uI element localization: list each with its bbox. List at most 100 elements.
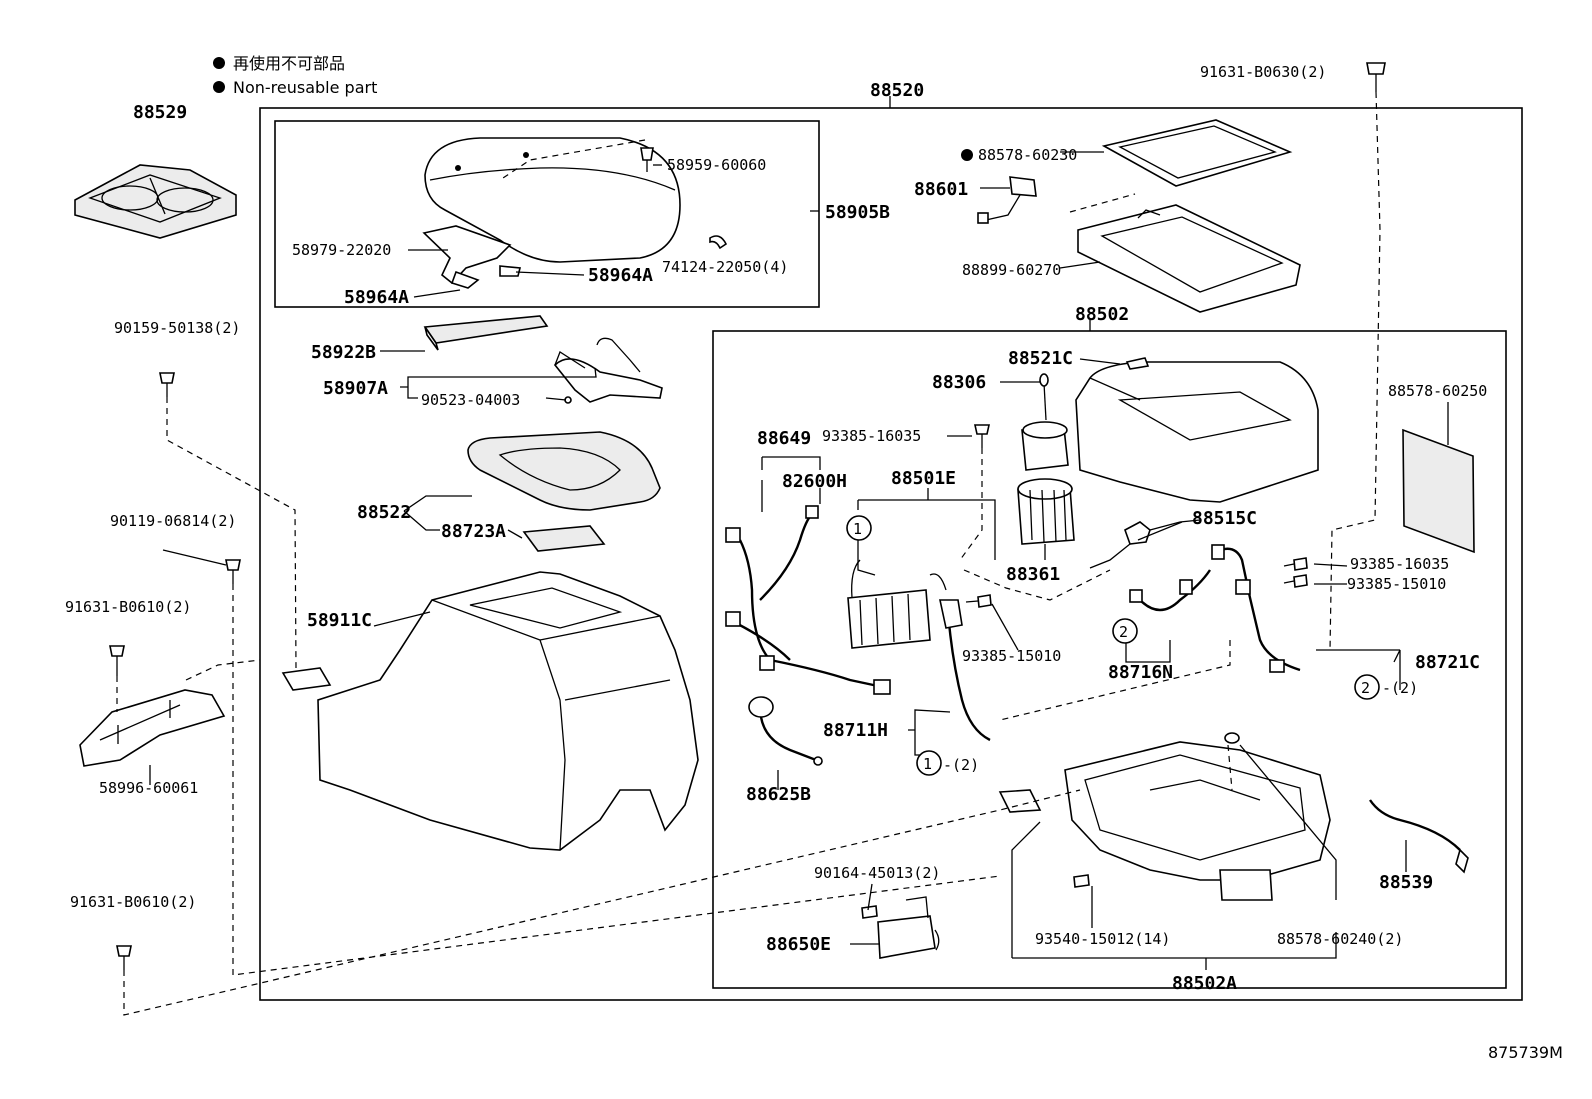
label-58907A: 58907A [323, 378, 388, 399]
label-88625B: 88625B [746, 784, 811, 805]
callout-1-b-text: 1 [923, 755, 932, 773]
screw-90119 [225, 559, 241, 584]
label-90159-50138: 90159-50138(2) [114, 319, 240, 337]
tray-58922B-edge [424, 326, 439, 351]
label-88649: 88649 [757, 428, 811, 449]
callout-2-b [1354, 674, 1380, 700]
module-88650E [877, 896, 940, 959]
sensor-88515C [1089, 519, 1201, 569]
label-88899-60270: 88899-60270 [962, 261, 1061, 279]
label-58964A-right: 58964A [588, 265, 653, 286]
bracket-58996 [79, 689, 226, 767]
dashed-lines [116, 91, 1381, 1016]
label-88716N: 88716N [1108, 662, 1173, 683]
label-88721C: 88721C [1415, 652, 1480, 673]
screw-93385-16035-right [1283, 557, 1308, 571]
label-90119-06814: 90119-06814(2) [110, 512, 236, 530]
screw-91631-B0610-b [116, 945, 132, 970]
frame-88899-60270 [1077, 204, 1301, 313]
non-reusable-bullet-icon [213, 57, 225, 69]
callout-1-qty: -(2) [943, 756, 979, 774]
label-88529: 88529 [133, 102, 187, 123]
screw-91631-B0610-a [109, 645, 125, 676]
switch-88601 [977, 176, 1037, 224]
screw-93385-15010-right [1283, 574, 1308, 588]
label-93385-15010-right: 93385-15010 [1347, 575, 1446, 593]
label-88306: 88306 [932, 372, 986, 393]
fan-88361 [1017, 478, 1075, 545]
callout-1-b [916, 750, 942, 776]
label-82600H: 82600H [782, 471, 847, 492]
callout-2-qty: -(2) [1382, 679, 1418, 697]
label-93385-16035-right: 93385-16035 [1350, 555, 1449, 573]
non-reusable-bullet-icon [213, 81, 225, 93]
gasket-88578-60230 [1101, 119, 1293, 187]
label-91631-B0610-a: 91631-B0610(2) [65, 598, 191, 616]
console-body-58911C [281, 571, 699, 851]
label-58905B: 58905B [825, 202, 890, 223]
harness-88649 [725, 505, 891, 695]
figure-id: 875739M [1488, 1043, 1563, 1062]
screw-91631-B0630 [1366, 62, 1386, 92]
label-88711H: 88711H [823, 720, 888, 741]
label-88522: 88522 [357, 502, 411, 523]
label-88539: 88539 [1379, 872, 1433, 893]
tray-58922B [423, 315, 549, 344]
legend: 再使用不可部品 Non-reusable part [213, 54, 377, 97]
label-93385-15010-mid: 93385-15010 [962, 647, 1061, 665]
callout-1-a-text: 1 [853, 520, 862, 538]
harness-88716N [1129, 569, 1211, 612]
label-91631-B0630: 91631-B0630(2) [1200, 63, 1326, 81]
label-88601: 88601 [914, 179, 968, 200]
subassembly-frame-88502 [712, 330, 1507, 989]
clip-74124 [709, 235, 728, 250]
hose-88539 [1369, 799, 1469, 874]
label-90164-45013: 90164-45013(2) [814, 864, 940, 882]
hinge-bracket-58907A [553, 337, 663, 403]
label-58922B: 58922B [311, 342, 376, 363]
duct-88711H [946, 611, 991, 742]
housing-88521C [1075, 357, 1319, 503]
callout-2-b-text: 2 [1361, 679, 1370, 697]
label-88723A: 88723A [441, 521, 506, 542]
screw-93540 [1073, 874, 1090, 888]
screw-90159 [159, 372, 175, 397]
label-58979-22020: 58979-22020 [292, 241, 391, 259]
label-88578-60240: 88578-60240(2) [1277, 930, 1403, 948]
label-88502A: 88502A [1172, 973, 1237, 994]
screw-93385-15010-mid [965, 594, 992, 608]
legend-en: Non-reusable part [233, 78, 377, 97]
leader-lines [149, 151, 1449, 970]
cup-holder-88529 [74, 164, 237, 239]
callout-2-a [1112, 618, 1138, 644]
label-88650E: 88650E [766, 934, 831, 955]
label-90523-04003: 90523-04003 [421, 391, 520, 409]
label-58911C: 58911C [307, 610, 372, 631]
mat-88723A [522, 525, 606, 552]
label-88501E: 88501E [891, 468, 956, 489]
callout-circles: 1 1 -(2) 2 2 -(2) [846, 515, 1418, 776]
pad-88578-60250 [1402, 428, 1475, 554]
label-88521C: 88521C [1008, 348, 1073, 369]
label-88578-60230: 88578-60230 [978, 146, 1077, 164]
label-88520: 88520 [870, 80, 924, 101]
upper-panel-88522 [467, 431, 661, 511]
hinge-58979 [422, 225, 512, 285]
part-labels: 88529 88520 91631-B0630(2) 58959-60060 5… [65, 63, 1487, 994]
screw-90164 [861, 905, 878, 919]
label-58959-60060: 58959-60060 [667, 156, 766, 174]
legend-jp: 再使用不可部品 [233, 54, 345, 73]
label-88361: 88361 [1006, 564, 1060, 585]
harness-88721C [1211, 544, 1301, 673]
label-91631-B0610-b: 91631-B0610(2) [70, 893, 196, 911]
label-88515C: 88515C [1192, 508, 1257, 529]
lock-58964A-right [499, 265, 522, 277]
grommet-88578-60240 [1224, 732, 1240, 744]
label-88502: 88502 [1075, 304, 1129, 325]
label-93385-16035-top: 93385-16035 [822, 427, 921, 445]
assembly-frame-88520 [259, 107, 1523, 1001]
lock-58964A [450, 270, 480, 289]
non-reusable-bullet-icon [961, 149, 973, 161]
motor-88306 [1021, 373, 1069, 471]
